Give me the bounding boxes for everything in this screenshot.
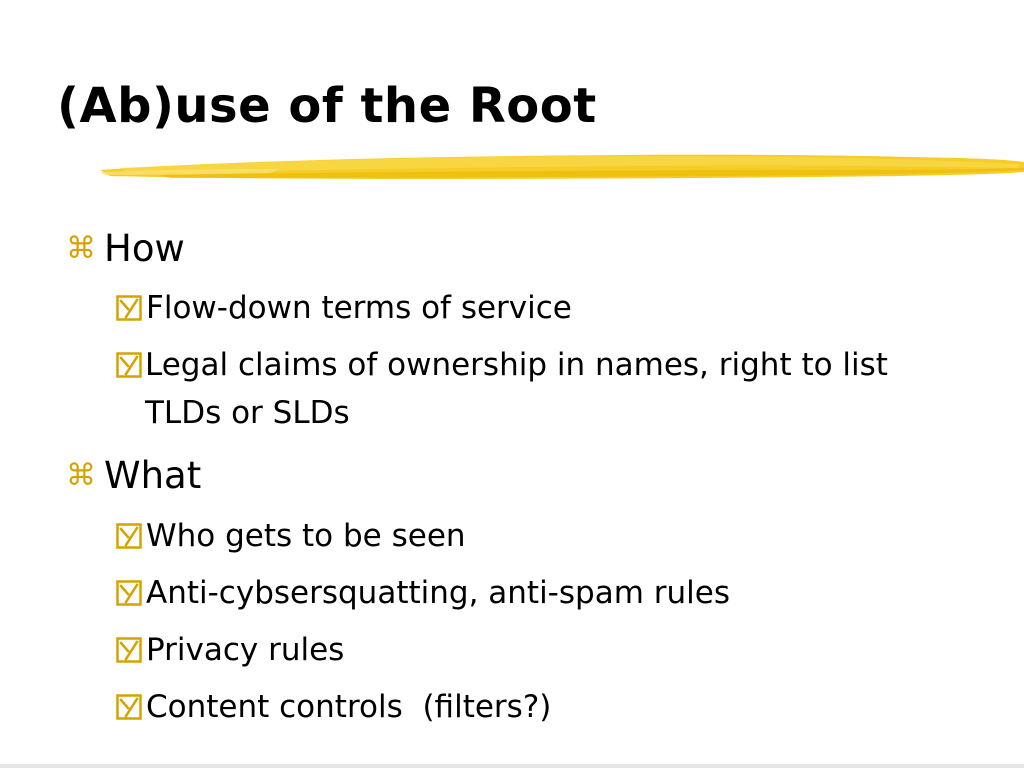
level1-item-what: ⌘ What: [66, 454, 201, 498]
level2-item: Privacy rules: [116, 630, 344, 670]
checkbox-check-icon: [116, 630, 146, 670]
section-heading: What: [104, 454, 202, 497]
item-text: Privacy rules: [146, 632, 345, 668]
slide-title: (Ab)use of the Root: [57, 78, 597, 134]
checkbox-check-icon: [116, 516, 146, 556]
level2-item: Anti-cybsersquatting, anti-spam rules: [116, 573, 730, 613]
level2-item: Content controls (filters?): [116, 687, 551, 727]
checkbox-check-icon: [116, 345, 146, 385]
command-key-icon: ⌘: [66, 458, 96, 493]
footer-divider: [0, 764, 1024, 768]
item-text: Legal claims of ownership in names, righ…: [145, 341, 936, 437]
level2-item: Flow-down terms of service: [116, 288, 572, 328]
command-key-icon: ⌘: [66, 231, 96, 266]
level1-item-how: ⌘ How: [66, 227, 185, 271]
checkbox-check-icon: [116, 288, 146, 328]
item-text: Content controls (filters?): [146, 689, 552, 725]
level2-item: Who gets to be seen: [116, 516, 466, 556]
checkbox-check-icon: [116, 573, 146, 613]
section-heading: How: [104, 227, 185, 270]
level2-item: Legal claims of ownership in names, righ…: [116, 345, 936, 437]
title-underline-brushstroke: [100, 154, 1024, 179]
item-text: Flow-down terms of service: [146, 290, 572, 326]
checkbox-check-icon: [116, 687, 146, 727]
item-text: Anti-cybsersquatting, anti-spam rules: [146, 575, 730, 611]
item-text-content: Legal claims of ownership in names, righ…: [145, 347, 888, 431]
item-text: Who gets to be seen: [146, 518, 466, 554]
